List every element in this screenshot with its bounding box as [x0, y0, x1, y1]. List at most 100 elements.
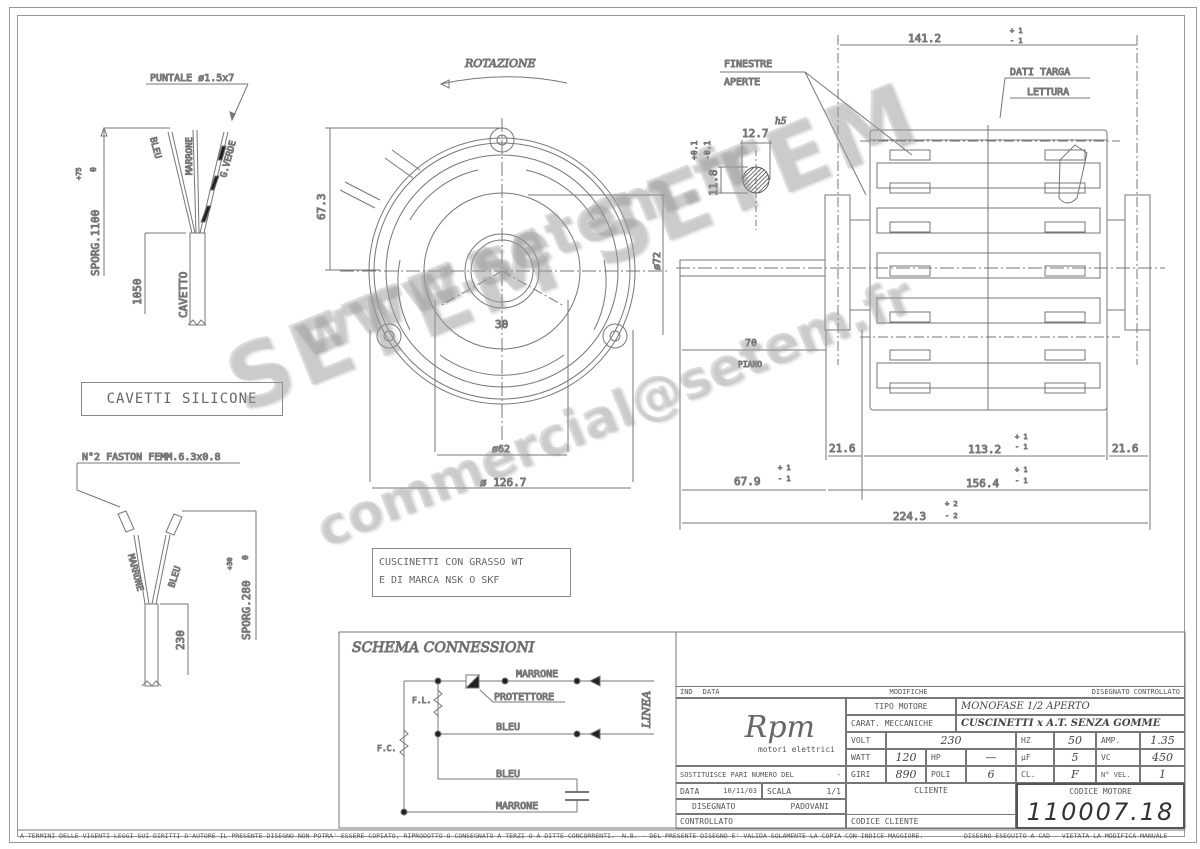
disegnato-value: PADOVANI — [790, 802, 829, 811]
watt-value: 120 — [886, 749, 926, 766]
motor-side-view — [676, 35, 1165, 530]
dim-113-2: 113.2 — [968, 443, 1001, 456]
carat-label: CARAT. MECCANICHE — [846, 715, 956, 732]
tol-plus-b: +30 — [226, 557, 234, 570]
cl-label: CL. — [1016, 766, 1054, 783]
windows-label-2: APERTE — [724, 77, 760, 88]
controllato-label: CONTROLLATO — [676, 814, 846, 829]
fit-h5: h5 — [775, 117, 787, 127]
amp-value: 1.35 — [1140, 732, 1185, 749]
wire-detail-top — [100, 83, 249, 326]
dim-70: 70 — [745, 338, 757, 349]
schema-wire-marrone-cap: MARRONE — [496, 801, 538, 812]
scala-value: 1/1 — [826, 786, 841, 796]
protector-label: PROTETTORE — [494, 692, 554, 703]
scala-cell: SCALA 1/1 — [762, 783, 846, 799]
tol-minus: 0 — [89, 167, 98, 172]
dim-67-3: 67.3 — [315, 194, 328, 221]
schema-title: SCHEMA CONNESSIONI — [352, 640, 535, 656]
dim-224-3: 224.3 — [893, 510, 926, 523]
windows-label-1: FINESTRE — [724, 59, 772, 70]
footer-cad: DISEGNO ESEGUITO A CAD - VIETATA LA MODI… — [964, 832, 1168, 840]
vc-label: VC — [1096, 749, 1140, 766]
schema-wire-marrone: MARRONE — [516, 669, 558, 680]
tol113-minus: - 1 — [1015, 443, 1028, 451]
dim-30: 30 — [495, 318, 508, 331]
wire-label-bleu-b: BLEU — [167, 565, 183, 589]
tol-plus: +75 — [75, 167, 83, 180]
rev-ind: IND — [680, 688, 693, 696]
volt-value: 230 — [886, 732, 1016, 749]
dim-230: 230 — [174, 630, 187, 650]
data-value: 10/11/03 — [723, 787, 757, 795]
tol-minus-b: 0 — [241, 555, 250, 560]
fl-label: F.L. — [412, 696, 431, 705]
watt-label: WATT — [846, 749, 886, 766]
volt-label: VOLT — [846, 732, 886, 749]
dim-diam-72: ø72 — [652, 252, 663, 270]
tipo-motore-label: TIPO MOTORE — [846, 698, 956, 715]
codice-cliente-label: CODICE CLIENTE — [846, 814, 1016, 829]
drawing-border-inner — [17, 15, 1185, 837]
dim-12-7: 12.7 — [742, 127, 769, 140]
giri-value: 890 — [886, 766, 926, 783]
rev-data: DATA — [702, 688, 720, 696]
dim-sporg-280: SPORG.280 — [240, 580, 253, 640]
data-cell: DATA 10/11/03 — [676, 783, 762, 799]
rev-modifiche: MODIFICHE — [889, 688, 928, 696]
shaft-detail — [718, 140, 772, 230]
hz-label: HZ — [1016, 732, 1054, 749]
revision-header: IND DATA MODIFICHE DISEGNATO CONTROLLATO — [676, 686, 1185, 698]
wiring-schema — [338, 631, 1186, 829]
codice-motore-cell: CODICE MOTORE 110007.18 — [1016, 783, 1185, 829]
company-logo: Rpm motori elettrici — [676, 698, 846, 766]
footer-copyright: A TERMINI DELLE VIGENTI LEGGI SUI DIRITT… — [20, 832, 615, 840]
carat-value: CUSCINETTI x A.T. SENZA GOMME — [956, 715, 1185, 732]
dim-141-2: 141.2 — [908, 32, 941, 45]
tol224-plus: + 2 — [945, 500, 958, 508]
rev-disegnato: DISEGNATO — [1091, 688, 1130, 696]
amp-label: AMP. — [1096, 732, 1140, 749]
hp-label: HP — [926, 749, 966, 766]
rotation-label: ROTAZIONE — [464, 57, 536, 70]
schema-wire-bleu: BLEU — [496, 722, 520, 733]
cl-value: F — [1054, 766, 1096, 783]
faston-label: N°2 FASTON FEMM.6.3x0.8 — [82, 452, 220, 463]
uf-value: 5 — [1054, 749, 1096, 766]
codice-motore-label: CODICE MOTORE — [1069, 787, 1132, 796]
wire-detail-bottom — [76, 462, 257, 687]
tipo-motore-value: MONOFASE 1/2 APERTO — [956, 698, 1185, 715]
dim-21-6-right: 21.6 — [1112, 442, 1139, 455]
schema-wire-bleu-cap: BLEU — [496, 769, 520, 780]
sostituisce-cell: SOSTITUISCE PARI NUMERO DEL - — [676, 766, 846, 783]
fc-label: F.C. — [377, 744, 396, 753]
tol224-minus: - 2 — [945, 512, 958, 520]
dim-156-4: 156.4 — [966, 477, 999, 490]
dim-21-6-left: 21.6 — [829, 442, 856, 455]
hz-value: 50 — [1054, 732, 1096, 749]
poli-label: POLI — [926, 766, 966, 783]
line-label: LINEA — [640, 691, 653, 729]
tol67-plus: + 1 — [778, 464, 791, 472]
plate-label: DATI TARGA — [1010, 67, 1070, 78]
dim-1050: 1050 — [131, 279, 144, 306]
tol156-plus: + 1 — [1015, 466, 1028, 474]
scala-label: SCALA — [767, 786, 792, 796]
sostituisce-value: - — [836, 770, 841, 779]
disegnato-cell: DISEGNATO PADOVANI — [676, 799, 846, 814]
data-label: DATA — [680, 786, 700, 796]
rev-controllato: CONTROLLATO — [1133, 688, 1180, 696]
shaft-tol-plus: +0.1 — [690, 141, 699, 160]
tol67-minus: - 1 — [778, 475, 791, 483]
dim-sporg-1100: SPORG.1100 — [89, 210, 102, 276]
tol156-minus: - 1 — [1015, 477, 1028, 485]
sostituisce-label: SOSTITUISCE PARI NUMERO DEL — [680, 770, 794, 779]
shaft-tol-minus: -0.1 — [703, 141, 712, 160]
dim-diam-126: ø 126.7 — [480, 476, 526, 489]
codice-motore-value: 110007.18 — [1026, 798, 1175, 826]
poli-value: 6 — [966, 766, 1016, 783]
tol113-plus: + 1 — [1015, 433, 1028, 441]
title-block: IND DATA MODIFICHE DISEGNATO CONTROLLATO… — [676, 686, 1185, 829]
tol141-plus: + 1 — [1010, 27, 1023, 35]
